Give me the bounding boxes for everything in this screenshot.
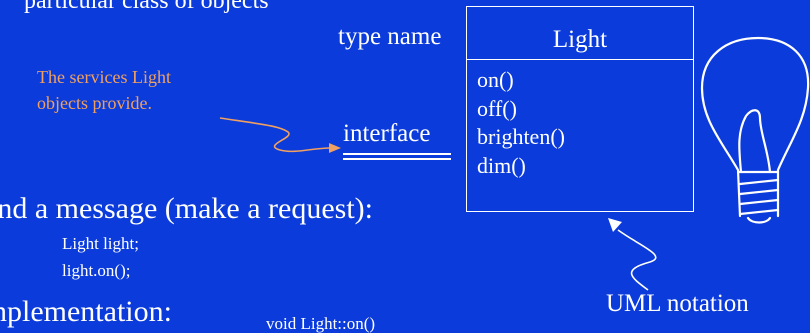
implementation-label: nplementation: xyxy=(0,295,172,328)
uml-notation-label: UML notation xyxy=(606,290,749,317)
lightbulb-icon xyxy=(700,36,810,224)
uml-method-list: on() off() brighten() dim() xyxy=(467,60,693,180)
uml-method-off: off() xyxy=(477,95,517,121)
interface-label: interface xyxy=(343,120,431,147)
uml-method-on: on() xyxy=(477,67,514,92)
send-message-text: end a message (make a request): xyxy=(0,192,373,225)
uml-method-dim: dim() xyxy=(477,152,526,178)
uml-arrowhead xyxy=(608,218,622,232)
interface-underline-1 xyxy=(343,153,451,155)
interface-underline-2 xyxy=(343,158,451,160)
note-arrow xyxy=(219,117,331,153)
uml-arrow xyxy=(617,229,657,291)
uml-class-name: Light xyxy=(467,7,693,60)
top-line-text: particular class of objects xyxy=(24,0,269,14)
note-arrowhead xyxy=(329,143,341,153)
uml-class-box: Light on() off() brighten() dim() xyxy=(466,6,694,212)
services-note-line-2: objects provide. xyxy=(37,93,152,113)
code-line-1: Light light; xyxy=(62,234,139,253)
services-note-line-1: The services Light xyxy=(37,67,171,87)
uml-method-brighten: brighten() xyxy=(477,124,565,149)
code-line-2: light.on(); xyxy=(62,261,131,280)
type-name-label: type name xyxy=(338,23,442,50)
